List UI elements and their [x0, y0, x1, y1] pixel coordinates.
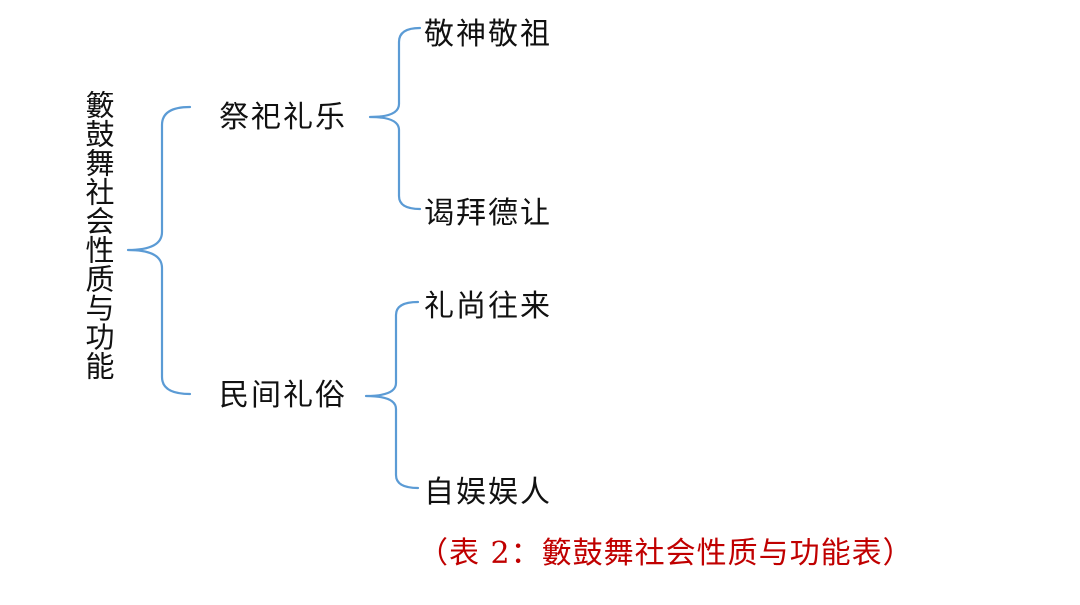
lower-brace — [364, 300, 420, 490]
table-caption: （表 2：籔鼓舞社会性质与功能表） — [418, 536, 914, 571]
root-label: 籔鼓舞社会性质与功能 — [81, 90, 115, 380]
branch-label-ritual: 祭祀礼乐 — [219, 100, 347, 135]
upper-brace — [368, 26, 422, 211]
leaf-label-entertainment: 自娱娱人 — [424, 475, 552, 510]
branch-label-custom: 民间礼俗 — [219, 378, 347, 413]
leaf-label-respect-ancestors: 敬神敬祖 — [424, 17, 552, 52]
main-brace — [126, 105, 192, 396]
leaf-label-courtesy-exchange: 礼尚往来 — [424, 289, 552, 324]
leaf-label-bow-virtue: 谒拜德让 — [424, 196, 552, 231]
